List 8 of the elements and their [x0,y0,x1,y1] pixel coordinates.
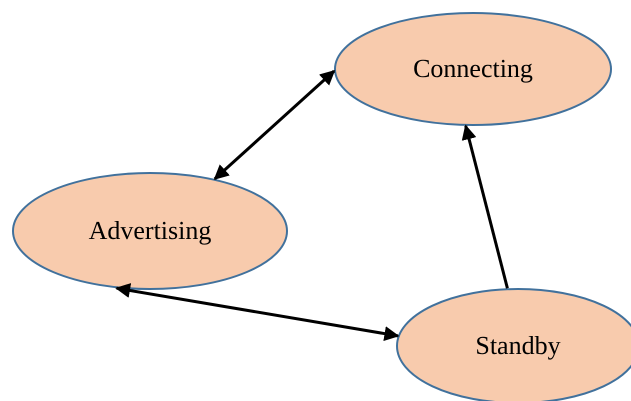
state-label: Standby [474,331,562,361]
arrow [115,283,400,342]
state-label: Connecting [412,54,534,84]
arrow [214,70,336,180]
state-ellipse [334,12,612,126]
state-ellipse [12,172,288,290]
state-label: Advertising [88,216,212,246]
arrow [462,124,509,289]
